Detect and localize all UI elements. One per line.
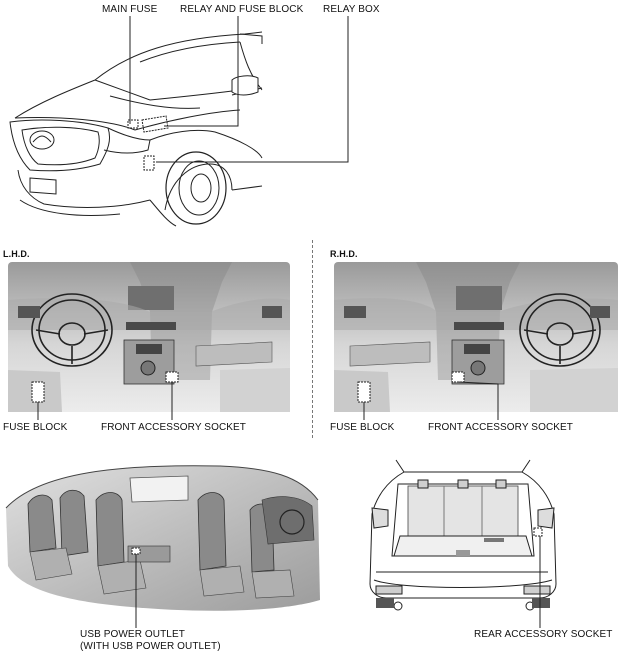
cabin-cutaway [5, 465, 320, 628]
rear-socket-label: REAR ACCESSORY SOCKET [474, 629, 613, 640]
relay-box-label: RELAY BOX [323, 4, 380, 15]
rhd-fuse-block-label: FUSE BLOCK [330, 422, 395, 433]
section-divider [312, 240, 313, 438]
top-leader-lines [129, 16, 349, 163]
rhd-heading: R.H.D. [330, 249, 358, 259]
lhd-front-socket-label: FRONT ACCESSORY SOCKET [101, 422, 247, 433]
lhd-dashboard [8, 262, 290, 420]
usb-outlet-label: USB POWER OUTLET [80, 629, 185, 640]
rhd-dashboard [334, 262, 618, 420]
relay-fuse-block-label: RELAY AND FUSE BLOCK [180, 4, 304, 15]
main-fuse-label: MAIN FUSE [102, 4, 158, 15]
car-front-view [9, 31, 263, 227]
lhd-fuse-block-label: FUSE BLOCK [3, 422, 68, 433]
car-rear-view [369, 459, 557, 628]
lhd-heading: L.H.D. [3, 249, 30, 259]
rhd-front-socket-label: FRONT ACCESSORY SOCKET [428, 422, 574, 433]
usb-outlet-note: (WITH USB POWER OUTLET) [80, 641, 221, 652]
